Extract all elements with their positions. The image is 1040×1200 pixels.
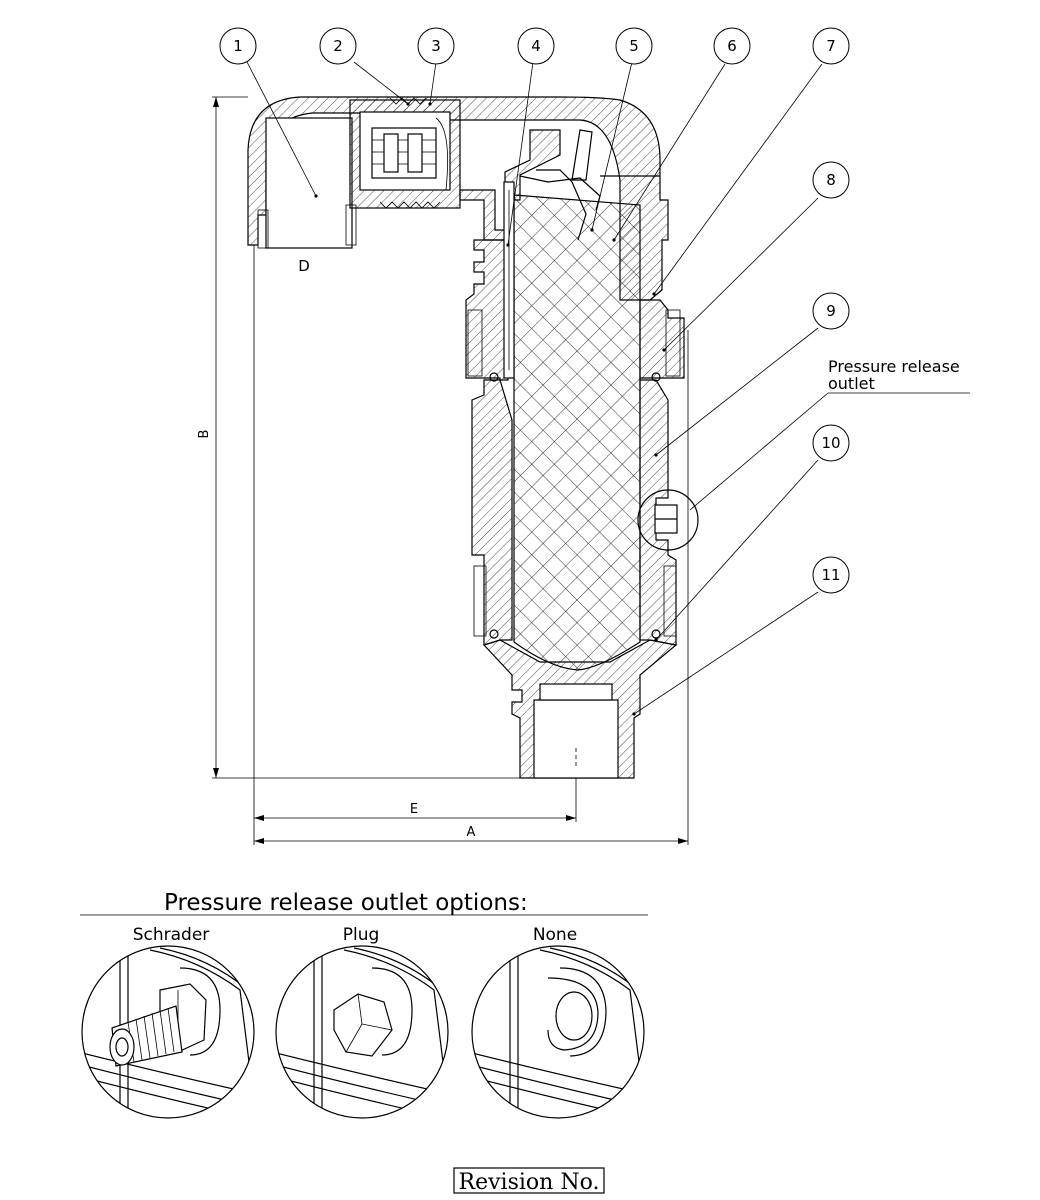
callout-number: 11 [821, 566, 840, 584]
callout-number: 4 [531, 37, 541, 55]
callout-number: 2 [333, 37, 343, 55]
pressure-outlet-label-line2: outlet [828, 374, 875, 393]
callout-4: 4 [517, 27, 555, 65]
callout-9: 9 [812, 292, 850, 330]
dimension-b-label: B [197, 430, 212, 439]
callout-number: 8 [826, 171, 836, 189]
valve-element [371, 117, 448, 191]
cartridge-clip [571, 129, 593, 181]
dimension-e-label: E [410, 802, 418, 817]
upper-housing [465, 239, 509, 381]
option-label-none: None [533, 925, 577, 945]
callout-8: 8 [812, 161, 850, 199]
callout-3: 3 [417, 27, 455, 65]
middle-housing [471, 379, 513, 646]
callout-number: 7 [826, 37, 836, 55]
dimension-d-label: D [298, 257, 310, 275]
option-plug-illustration [275, 945, 449, 1119]
callout-number: 9 [826, 302, 836, 320]
callout-7: 7 [812, 27, 850, 65]
dimension-lines [212, 96, 689, 845]
callout-number: 3 [431, 37, 441, 55]
revision-label: Revision No. [459, 1170, 600, 1195]
callout-number: 10 [821, 434, 840, 452]
option-schrader-illustration [81, 945, 255, 1119]
option-label-plug: Plug [343, 925, 380, 945]
dimension-a-label: A [467, 825, 476, 840]
revision-box: Revision No. [453, 1167, 605, 1195]
callout-2: 2 [319, 27, 357, 65]
filter-cross-section [212, 59, 970, 845]
callout-11: 11 [812, 556, 850, 594]
options-title: Pressure release outlet options: [164, 890, 528, 916]
callout-1: 1 [219, 27, 257, 65]
callout-6: 6 [713, 27, 751, 65]
leader-lines [245, 59, 970, 716]
outlet-bore [533, 699, 619, 779]
callout-number: 6 [727, 37, 737, 55]
callout-5: 5 [615, 27, 653, 65]
callout-number: 1 [233, 37, 243, 55]
filter-cartridge [513, 194, 641, 671]
callout-number: 5 [629, 37, 639, 55]
option-label-schrader: Schrader [133, 925, 210, 945]
pressure-outlet-label-line1: Pressure release [828, 357, 960, 376]
option-none-illustration [471, 945, 645, 1119]
callout-10: 10 [812, 424, 850, 462]
